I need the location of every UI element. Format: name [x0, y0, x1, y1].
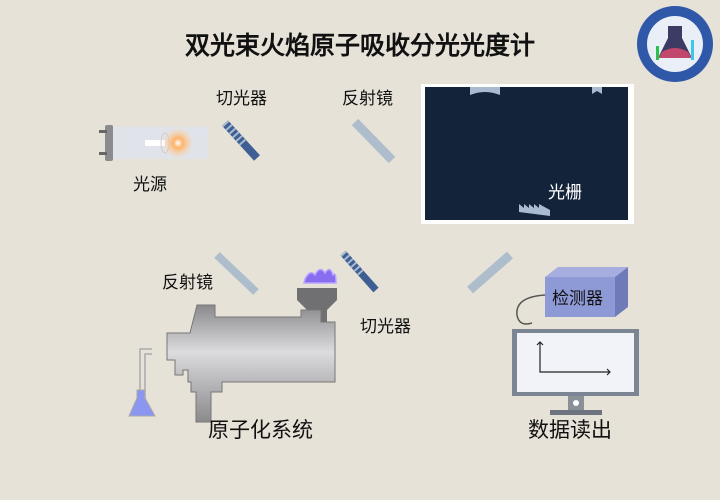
mirror-top-label: 反射镜	[342, 89, 393, 109]
chopper-bottom	[340, 250, 379, 293]
chopper-bottom-label: 切光器	[360, 317, 411, 337]
logo-seal	[637, 6, 713, 82]
readout-monitor	[512, 329, 639, 415]
hollow-cathode-lamp	[99, 125, 208, 161]
detector-label: 检测器	[552, 289, 603, 309]
grating-icon	[519, 204, 550, 216]
readout-label: 数据读出	[528, 418, 612, 442]
atomizer	[128, 268, 337, 423]
cable	[516, 294, 546, 325]
chopper-top	[222, 120, 260, 161]
mirror-bottom-label: 反射镜	[162, 273, 213, 293]
chopper-top-label: 切光器	[216, 89, 267, 109]
mirror-top	[351, 118, 396, 164]
light-source-label: 光源	[133, 175, 167, 195]
mirror-bottom	[214, 252, 259, 295]
monochromator	[421, 84, 634, 224]
flame-icon	[303, 268, 337, 284]
atomizer-label: 原子化系统	[208, 418, 313, 442]
detector	[516, 267, 628, 325]
flask-icon	[128, 389, 156, 417]
mirror-right	[467, 251, 513, 294]
grating-label: 光栅	[548, 183, 582, 203]
concave-mirror-icon	[470, 87, 500, 95]
page-title: 双光束火焰原子吸收分光光度计	[185, 31, 535, 60]
